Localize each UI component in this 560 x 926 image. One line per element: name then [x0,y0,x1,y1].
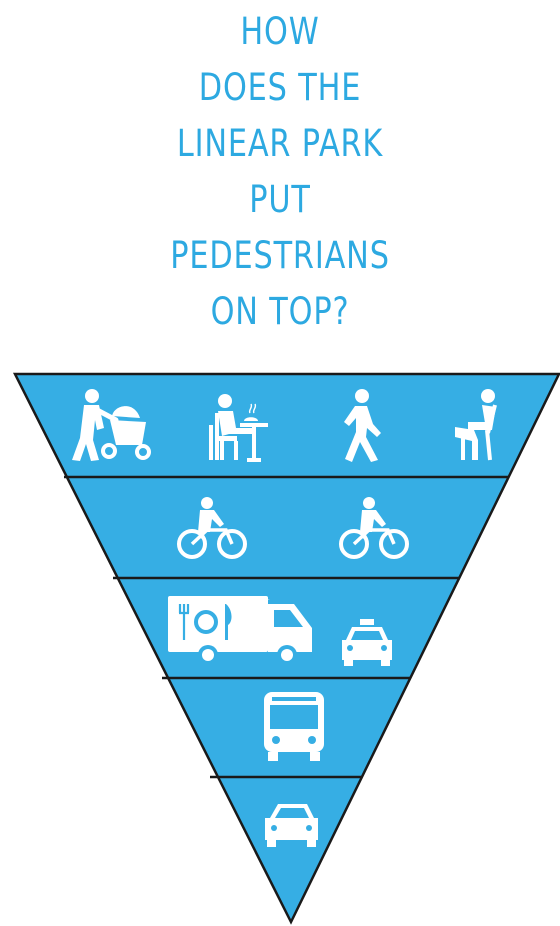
person-dining-icon [209,394,268,462]
title-line-3: LINEAR PARK [176,122,384,165]
bus-icon [264,692,324,761]
title-line-2: DOES THE [198,66,362,109]
tier-commercial-vehicles [168,596,392,666]
person-walking-icon [344,389,381,462]
person-sitting-icon [455,389,497,461]
tier-transit [264,692,324,761]
person-pushing-stroller-icon [72,389,151,461]
page-title: HOW DOES THE LINEAR PARK PUT PEDESTRIANS… [0,4,560,340]
tier-cyclists [177,497,409,559]
taxi-icon [342,619,392,666]
title-line-5: PEDESTRIANS [170,234,390,277]
cyclist-icon [177,497,247,559]
food-truck-icon [168,596,312,665]
tier-pedestrians [72,389,497,462]
title-line-4: PUT [249,178,311,221]
title-line-1: HOW [240,10,320,53]
car-icon [265,804,318,847]
cyclist-icon [339,497,409,559]
title-line-6: ON TOP? [210,290,350,333]
tier-private-cars [265,804,318,847]
